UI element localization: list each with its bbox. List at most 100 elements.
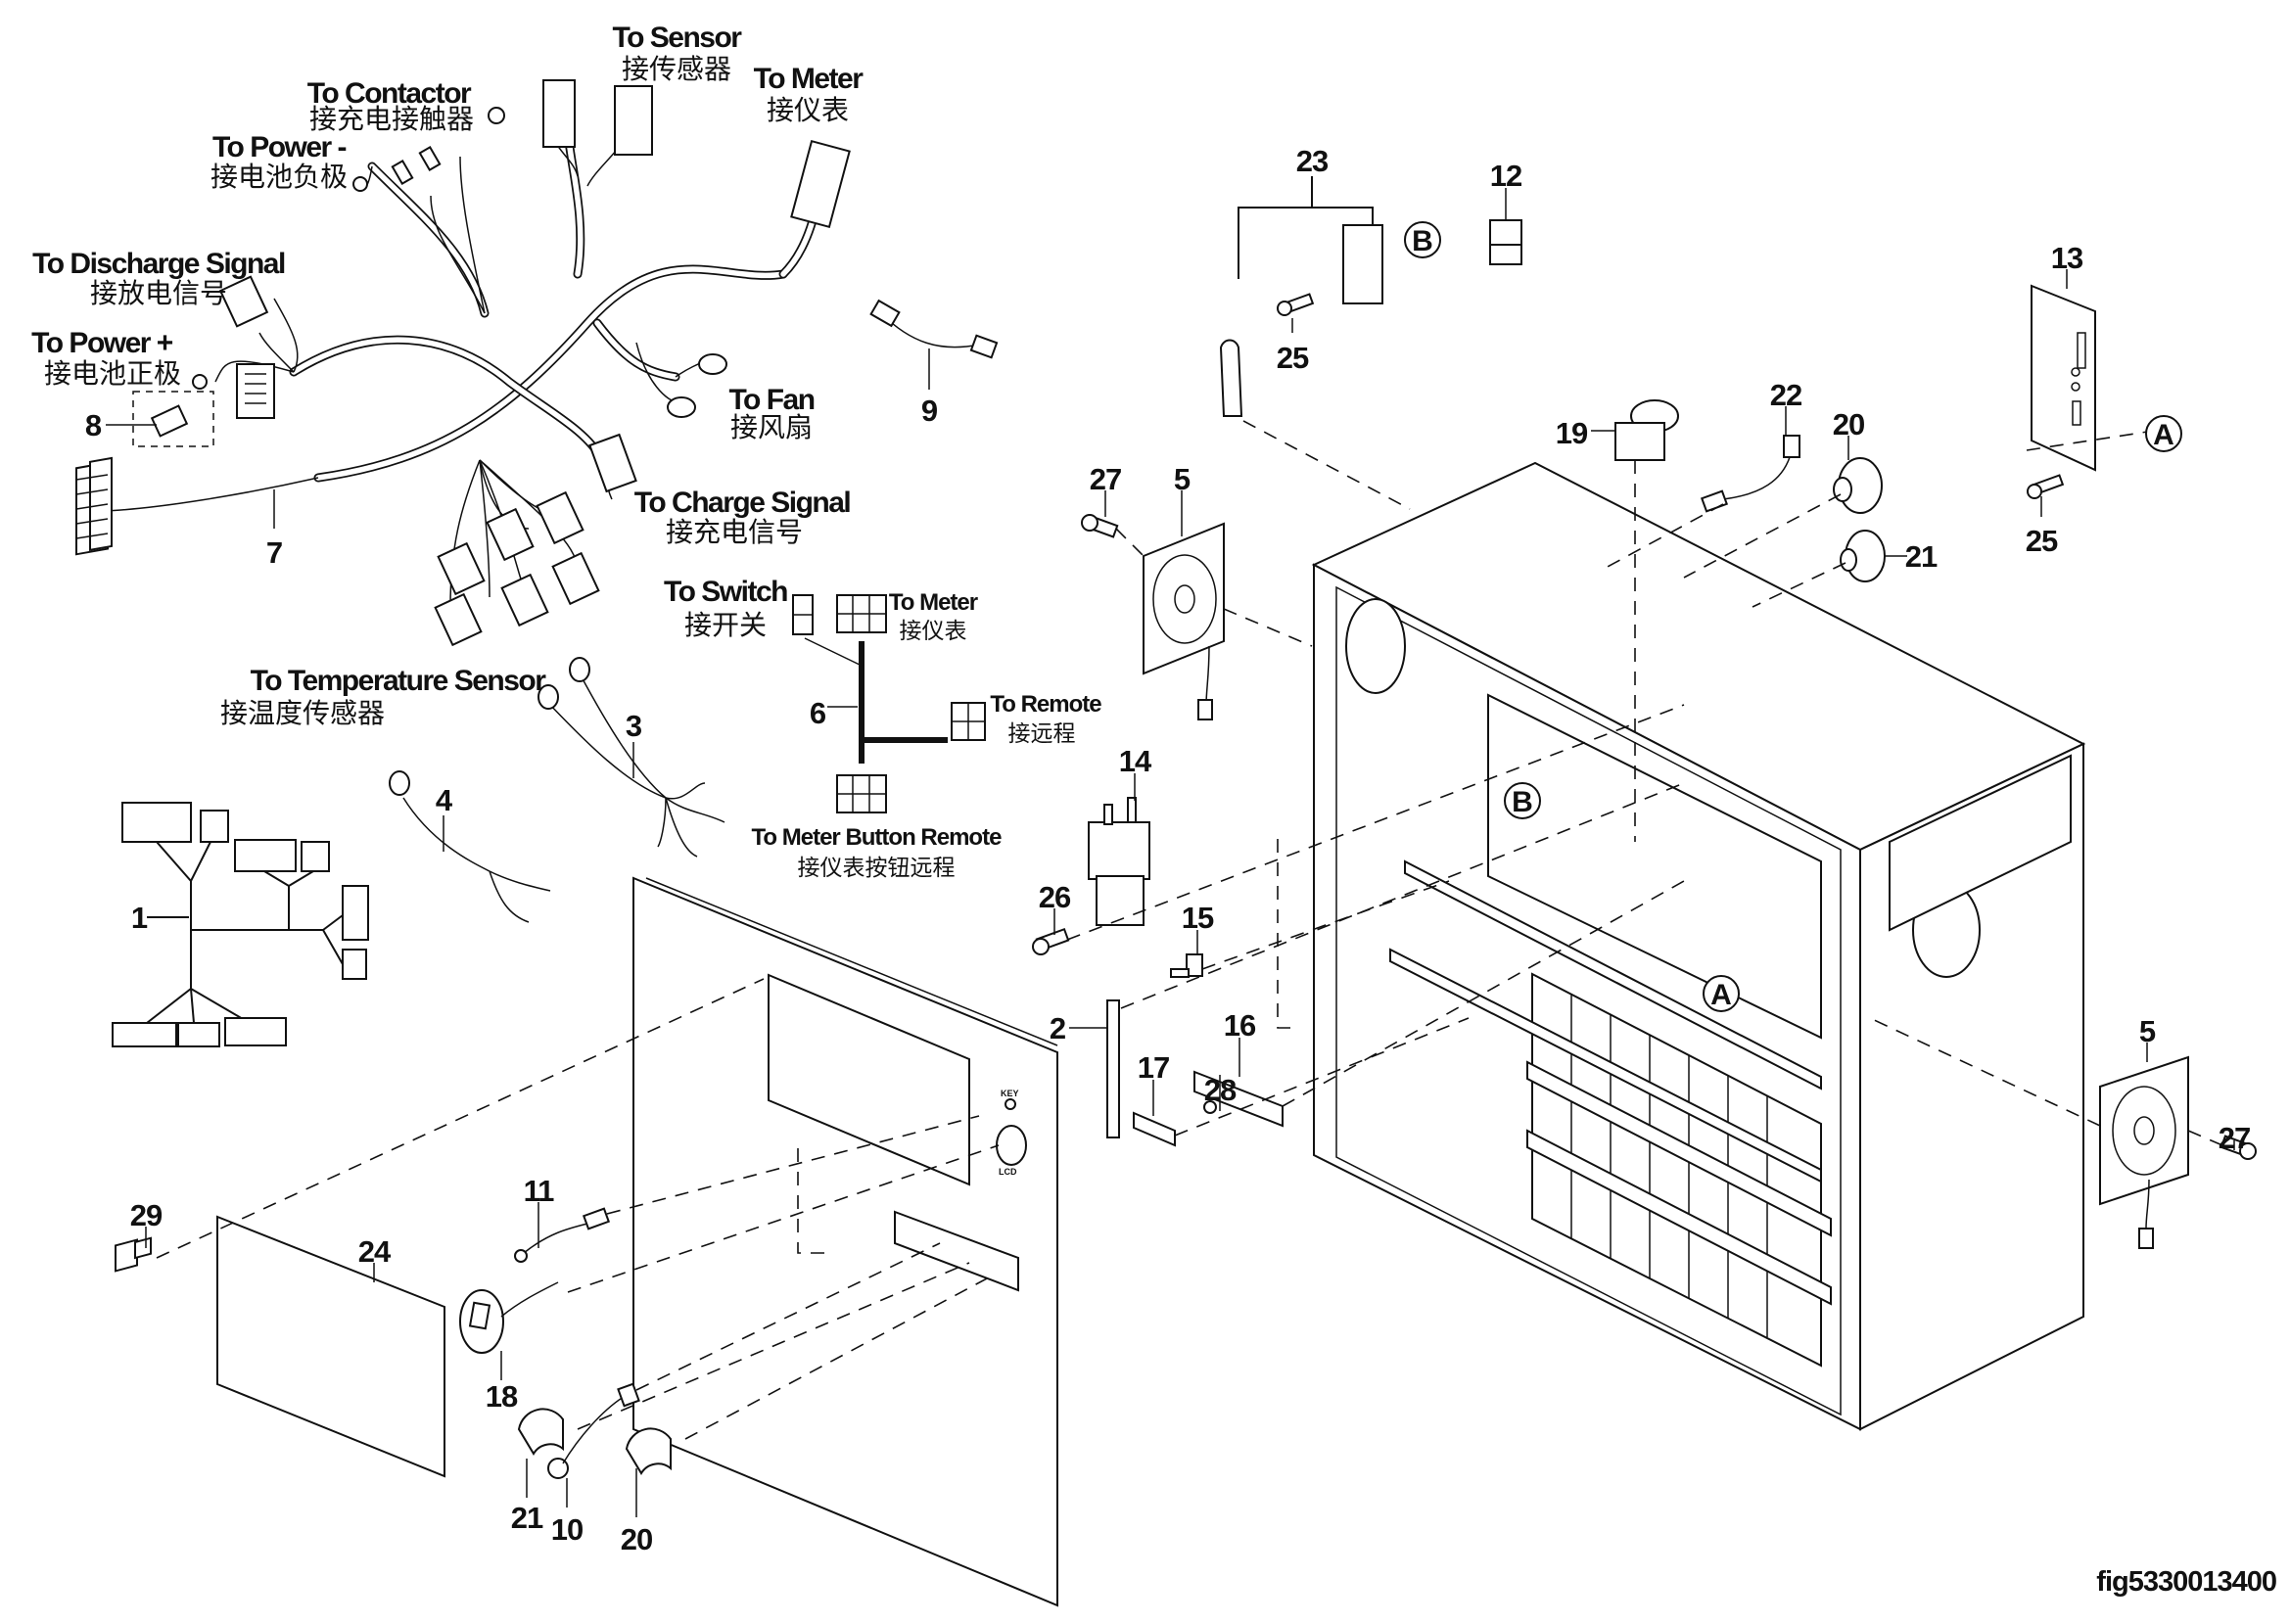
assembly-guide-lines (156, 420, 2223, 1440)
cabinet-fan-hole-left (1345, 598, 1406, 694)
label-to-temperature-sensor-cn: 接温度传感器 (220, 697, 385, 729)
part-number-26: 26 (1039, 880, 1071, 914)
harness1-connector-i (224, 1017, 287, 1046)
callout-b-part: B (1404, 221, 1441, 258)
label-to-discharge-signal-cn: 接放电信号 (90, 277, 227, 309)
label-to-power-pos: To Power + (31, 327, 173, 359)
callout-a-cabinet: A (1703, 975, 1740, 1012)
label-to-sensor: To Sensor (613, 22, 743, 54)
part-number-29: 29 (130, 1198, 163, 1232)
part-number-3: 3 (626, 709, 642, 743)
label-to-power-pos-cn: 接电池正极 (44, 357, 181, 390)
part-13-controller (2031, 284, 2096, 472)
part-number-21-top: 21 (1905, 539, 1938, 574)
part-27-screw-left (1081, 514, 1119, 538)
fuse-holder (236, 363, 275, 419)
label-to-charge-signal: To Charge Signal (634, 487, 851, 519)
label-to-switch-cn: 接开关 (684, 609, 767, 641)
part-number-20-top: 20 (1833, 407, 1864, 441)
part-4-harness (389, 770, 551, 923)
part-11-harness (514, 1207, 611, 1263)
key-marking: KEY (1001, 1089, 1019, 1098)
part-number-28: 28 (1204, 1073, 1237, 1107)
part-number-2: 2 (1050, 1011, 1065, 1045)
power-neg-ring-terminal (352, 176, 368, 192)
harness1-connector-c (234, 839, 297, 872)
sensor-connector-a (542, 79, 576, 148)
part-18-hour-meter (459, 1281, 559, 1354)
harness1-connector-a (121, 802, 192, 843)
figure-id: fig5330013400 (2096, 1566, 2276, 1598)
front-door-panel: KEY LCD (632, 876, 1058, 1607)
harness1-connector-e (342, 885, 369, 941)
main-wire-harness (102, 116, 823, 608)
part-number-1: 1 (131, 901, 148, 935)
part-number-27-right: 27 (2219, 1121, 2250, 1155)
battery-cabinet (1311, 461, 2086, 1431)
part-number-25-top: 25 (1277, 341, 1309, 375)
part-8-fuse (106, 391, 214, 447)
part-15-terminal (1170, 953, 1203, 978)
remote-connector-4pin (951, 702, 986, 741)
24-pin-connector (75, 456, 113, 556)
part-number-24: 24 (358, 1234, 392, 1269)
part-number-8: 8 (85, 408, 102, 442)
part-17-link (1133, 1111, 1176, 1147)
part-25-screw-right (2027, 474, 2065, 499)
switch-connector (792, 594, 814, 635)
part-number-7: 7 (266, 535, 282, 570)
part-number-9: 9 (921, 394, 938, 428)
rail-lower (1389, 948, 1822, 1183)
label-to-switch: To Switch (664, 576, 787, 608)
label-to-charge-signal-cn: 接充电信号 (666, 516, 803, 548)
part-number-12: 12 (1490, 159, 1521, 193)
label-to-meter-top: To Meter (754, 63, 865, 95)
contactor-ring-terminal (488, 107, 505, 124)
part-28-screw (1203, 1100, 1217, 1114)
cabinet-handle-bracket (1889, 754, 2072, 932)
label-to-discharge-signal: To Discharge Signal (32, 248, 285, 280)
key-switch-hole (1005, 1098, 1016, 1110)
power-neg-spade (391, 159, 414, 186)
callout-a-part: A (2145, 415, 2182, 452)
harness1-connector-d (301, 841, 330, 872)
display-window-cutout (768, 973, 970, 1186)
part-9-harness (869, 299, 999, 390)
part-number-16: 16 (1224, 1008, 1256, 1043)
fan-connector-b (667, 396, 696, 418)
label-to-temperature-sensor: To Temperature Sensor (251, 665, 547, 697)
part-number-27-left: 27 (1090, 462, 1121, 496)
label-to-remote-cn: 接远程 (1008, 721, 1076, 747)
part-number-10: 10 (551, 1512, 583, 1547)
harness1-connector-g (112, 1022, 177, 1047)
label-to-meter-button-remote: To Meter Button Remote (752, 824, 1003, 851)
part-number-23: 23 (1296, 144, 1329, 178)
lcd-meter-hole (996, 1125, 1027, 1166)
label-to-fan: To Fan (728, 384, 814, 416)
label-to-fan-cn: 接风扇 (730, 411, 813, 443)
meter-connector-6pin (836, 594, 887, 633)
label-to-power-neg: To Power - (212, 131, 347, 163)
label-to-power-neg-cn: 接电池负极 (210, 161, 348, 193)
harness1-connector-b (200, 810, 229, 843)
connector-labels: To Sensor 接传感器 To Meter 接仪表 To Contactor… (31, 22, 1102, 881)
label-to-contactor-cn: 接充电接触器 (309, 103, 474, 135)
label-to-meter-mid-cn: 接仪表 (900, 619, 967, 644)
part-number-19: 19 (1556, 416, 1588, 450)
power-pos-ring-terminal (192, 374, 208, 390)
part-number-5-left: 5 (1174, 462, 1191, 496)
sensor-connector-b (614, 85, 653, 156)
label-to-meter-mid: To Meter (889, 589, 978, 616)
part-number-18: 18 (486, 1379, 518, 1414)
part-1-harness (112, 802, 369, 1047)
part-19-current-sensor (1614, 399, 1679, 461)
part-27-screw-right (2220, 1135, 2257, 1160)
label-to-meter-button-remote-cn: 接仪表按钮远程 (798, 856, 956, 881)
part-number-13: 13 (2051, 241, 2083, 275)
part-numbers: 1 2 3 4 5 5 6 7 8 9 10 11 12 13 14 15 16… (85, 144, 2251, 1556)
part-26-bolt (1032, 927, 1070, 955)
label-to-contactor: To Contactor (307, 77, 472, 110)
part-5-fan-left (1143, 522, 1225, 720)
part-3-harness (537, 657, 725, 858)
